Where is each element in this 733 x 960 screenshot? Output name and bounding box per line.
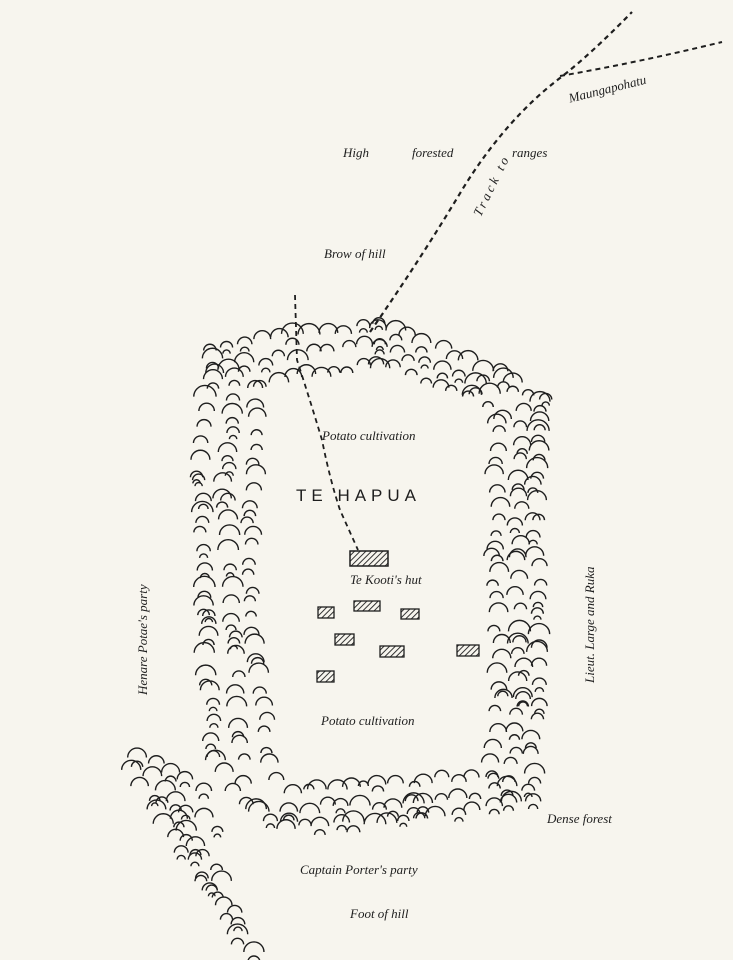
forest-scallops: [245, 798, 296, 829]
label-henare-potae-party: Henare Potae's party: [135, 584, 150, 695]
forest-scallops: [189, 347, 224, 484]
forest-scallops: [225, 630, 252, 784]
forest-scallops: [240, 379, 267, 524]
track-to-maungapohatu: [369, 11, 633, 333]
forest-scallops: [402, 775, 518, 815]
path-to-hut: [294, 294, 359, 551]
forest-scallops: [368, 319, 514, 388]
forest-scallops: [212, 488, 244, 650]
forest-scallops: [194, 874, 265, 960]
label-foot-of-hill: Foot of hill: [350, 906, 409, 921]
forest-scallops: [142, 766, 224, 838]
forest-scallops: [213, 367, 244, 501]
forest-scallops: [279, 810, 429, 836]
forest-scallops: [367, 356, 475, 397]
forest-scallops: [279, 794, 419, 821]
hut: [353, 600, 381, 612]
label-potato-cultivation-bottom: Potato cultivation: [321, 713, 415, 728]
label-captain-porter-party: Captain Porter's party: [300, 862, 418, 877]
forest-scallops: [492, 363, 553, 406]
track-branch: [559, 41, 723, 77]
label-te-kootis-hut: Te Kooti's hut: [350, 572, 422, 587]
forest-scallops: [283, 777, 385, 794]
huts: [316, 600, 480, 683]
label-lieut-large-ruka: Lieut. Large and Ruka: [582, 566, 597, 683]
hut: [456, 644, 480, 657]
forest-scallops: [506, 402, 532, 558]
forest-scallops: [521, 640, 549, 798]
hut: [379, 645, 405, 658]
forest-scallops: [371, 338, 501, 395]
te-kootis-hut-marker: [349, 550, 389, 567]
label-dense-forest: Dense forest: [547, 811, 612, 826]
forest-scallops: [120, 759, 185, 838]
label-high: High: [343, 145, 369, 160]
forest-scallops: [480, 688, 513, 779]
forest-scallops: [126, 747, 213, 799]
forest-scallops: [523, 390, 551, 521]
forest-scallops: [206, 750, 270, 812]
forest-ring: [120, 317, 553, 960]
forest-scallops: [486, 554, 512, 697]
hut: [317, 606, 335, 619]
forest-scallops: [248, 657, 285, 781]
forest-scallops: [173, 845, 246, 932]
forest-scallops: [193, 616, 227, 761]
forest-scallops: [525, 513, 551, 648]
label-ranges: ranges: [512, 145, 548, 160]
forest-scallops: [506, 550, 534, 707]
hut: [400, 608, 420, 620]
forest-scallops: [155, 796, 233, 881]
forest-scallops: [241, 509, 265, 663]
forest-scallops: [461, 384, 507, 424]
label-forested: forested: [412, 145, 454, 160]
forest-scallops: [202, 317, 386, 354]
forest-scallops: [367, 769, 499, 787]
forest-scallops: [190, 473, 216, 623]
forest-scallops: [483, 409, 513, 557]
label-te-hapua: TE HAPUA: [296, 486, 422, 505]
hut: [316, 670, 335, 683]
label-potato-cultivation-top: Potato cultivation: [322, 428, 416, 443]
forest-scallops: [412, 790, 542, 822]
hut: [334, 633, 355, 646]
label-brow-of-hill: Brow of hill: [324, 246, 386, 261]
